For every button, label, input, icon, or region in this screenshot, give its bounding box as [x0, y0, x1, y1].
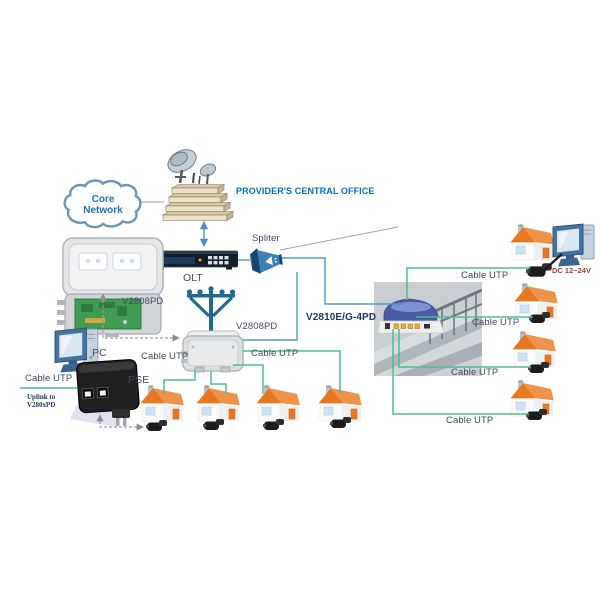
- cable-utp-label-mid-left: Cable UTP: [141, 351, 189, 362]
- house-right-1: [510, 224, 556, 262]
- cable-utp-label-left: Cable UTP: [25, 373, 73, 384]
- power-adapter-icon-r4: [526, 408, 548, 421]
- power-adapter-icon-r3: [528, 361, 550, 374]
- house-bottom-4: [318, 385, 364, 423]
- core-label-line2: Network: [83, 205, 123, 216]
- pse-label: PSE: [128, 374, 150, 386]
- power-adapter-icon-b2: [203, 418, 225, 431]
- v2810e-label: V2810E/G-4PD: [306, 312, 377, 323]
- cable-utp-label-right-4: Cable UTP: [446, 415, 494, 426]
- cable-utp-label-right-3: Cable UTP: [451, 367, 499, 378]
- house-bottom-2: [196, 385, 242, 423]
- pc-label: PC: [92, 347, 107, 359]
- power-adapter-icon-b3: [263, 418, 285, 431]
- core-network-cloud: [62, 178, 144, 232]
- splitter-label: Spliter: [252, 233, 280, 244]
- power-adapter-icon-b1: [146, 419, 168, 432]
- dc-power-label: DC 12~24V: [552, 266, 591, 275]
- v2808pd-left-label: V2808PD: [122, 296, 164, 307]
- cable-utp-label-right-1: Cable UTP: [461, 270, 509, 281]
- power-adapter-icon-b4: [330, 416, 352, 429]
- uplink-note: Uplink to V280xPD: [27, 393, 56, 409]
- enclosure-mid-icon: [181, 327, 247, 375]
- core-network-label: Core Network: [64, 182, 142, 216]
- power-adapter-icon-r1: [526, 262, 553, 278]
- line-splitter-fiber: [279, 226, 399, 251]
- provider-title: PROVIDER'S CENTRAL OFFICE: [236, 186, 375, 196]
- satellite-building-icon: [156, 146, 234, 222]
- olt-device: [152, 249, 238, 272]
- pc-icon: [52, 326, 102, 374]
- v2808pd-mid-label: V2808PD: [236, 321, 278, 332]
- splitter-icon: [248, 242, 285, 278]
- crt-monitor-icon: [551, 222, 597, 268]
- enclosure-left-icon: [55, 236, 169, 338]
- uplink-note-line2: V280xPD: [27, 400, 56, 409]
- cable-utp-label-right-2: Cable UTP: [472, 317, 520, 328]
- olt-label: OLT: [183, 272, 203, 284]
- house-bottom-1: [140, 385, 186, 423]
- utility-pole-icon: [186, 286, 236, 334]
- core-label-line1: Core: [91, 194, 115, 205]
- cable-utp-label-mid-right: Cable UTP: [251, 348, 299, 359]
- power-adapter-icon-r2: [529, 311, 551, 324]
- uplink-note-line1: Uplink to: [27, 393, 56, 401]
- router-photo: [374, 282, 482, 376]
